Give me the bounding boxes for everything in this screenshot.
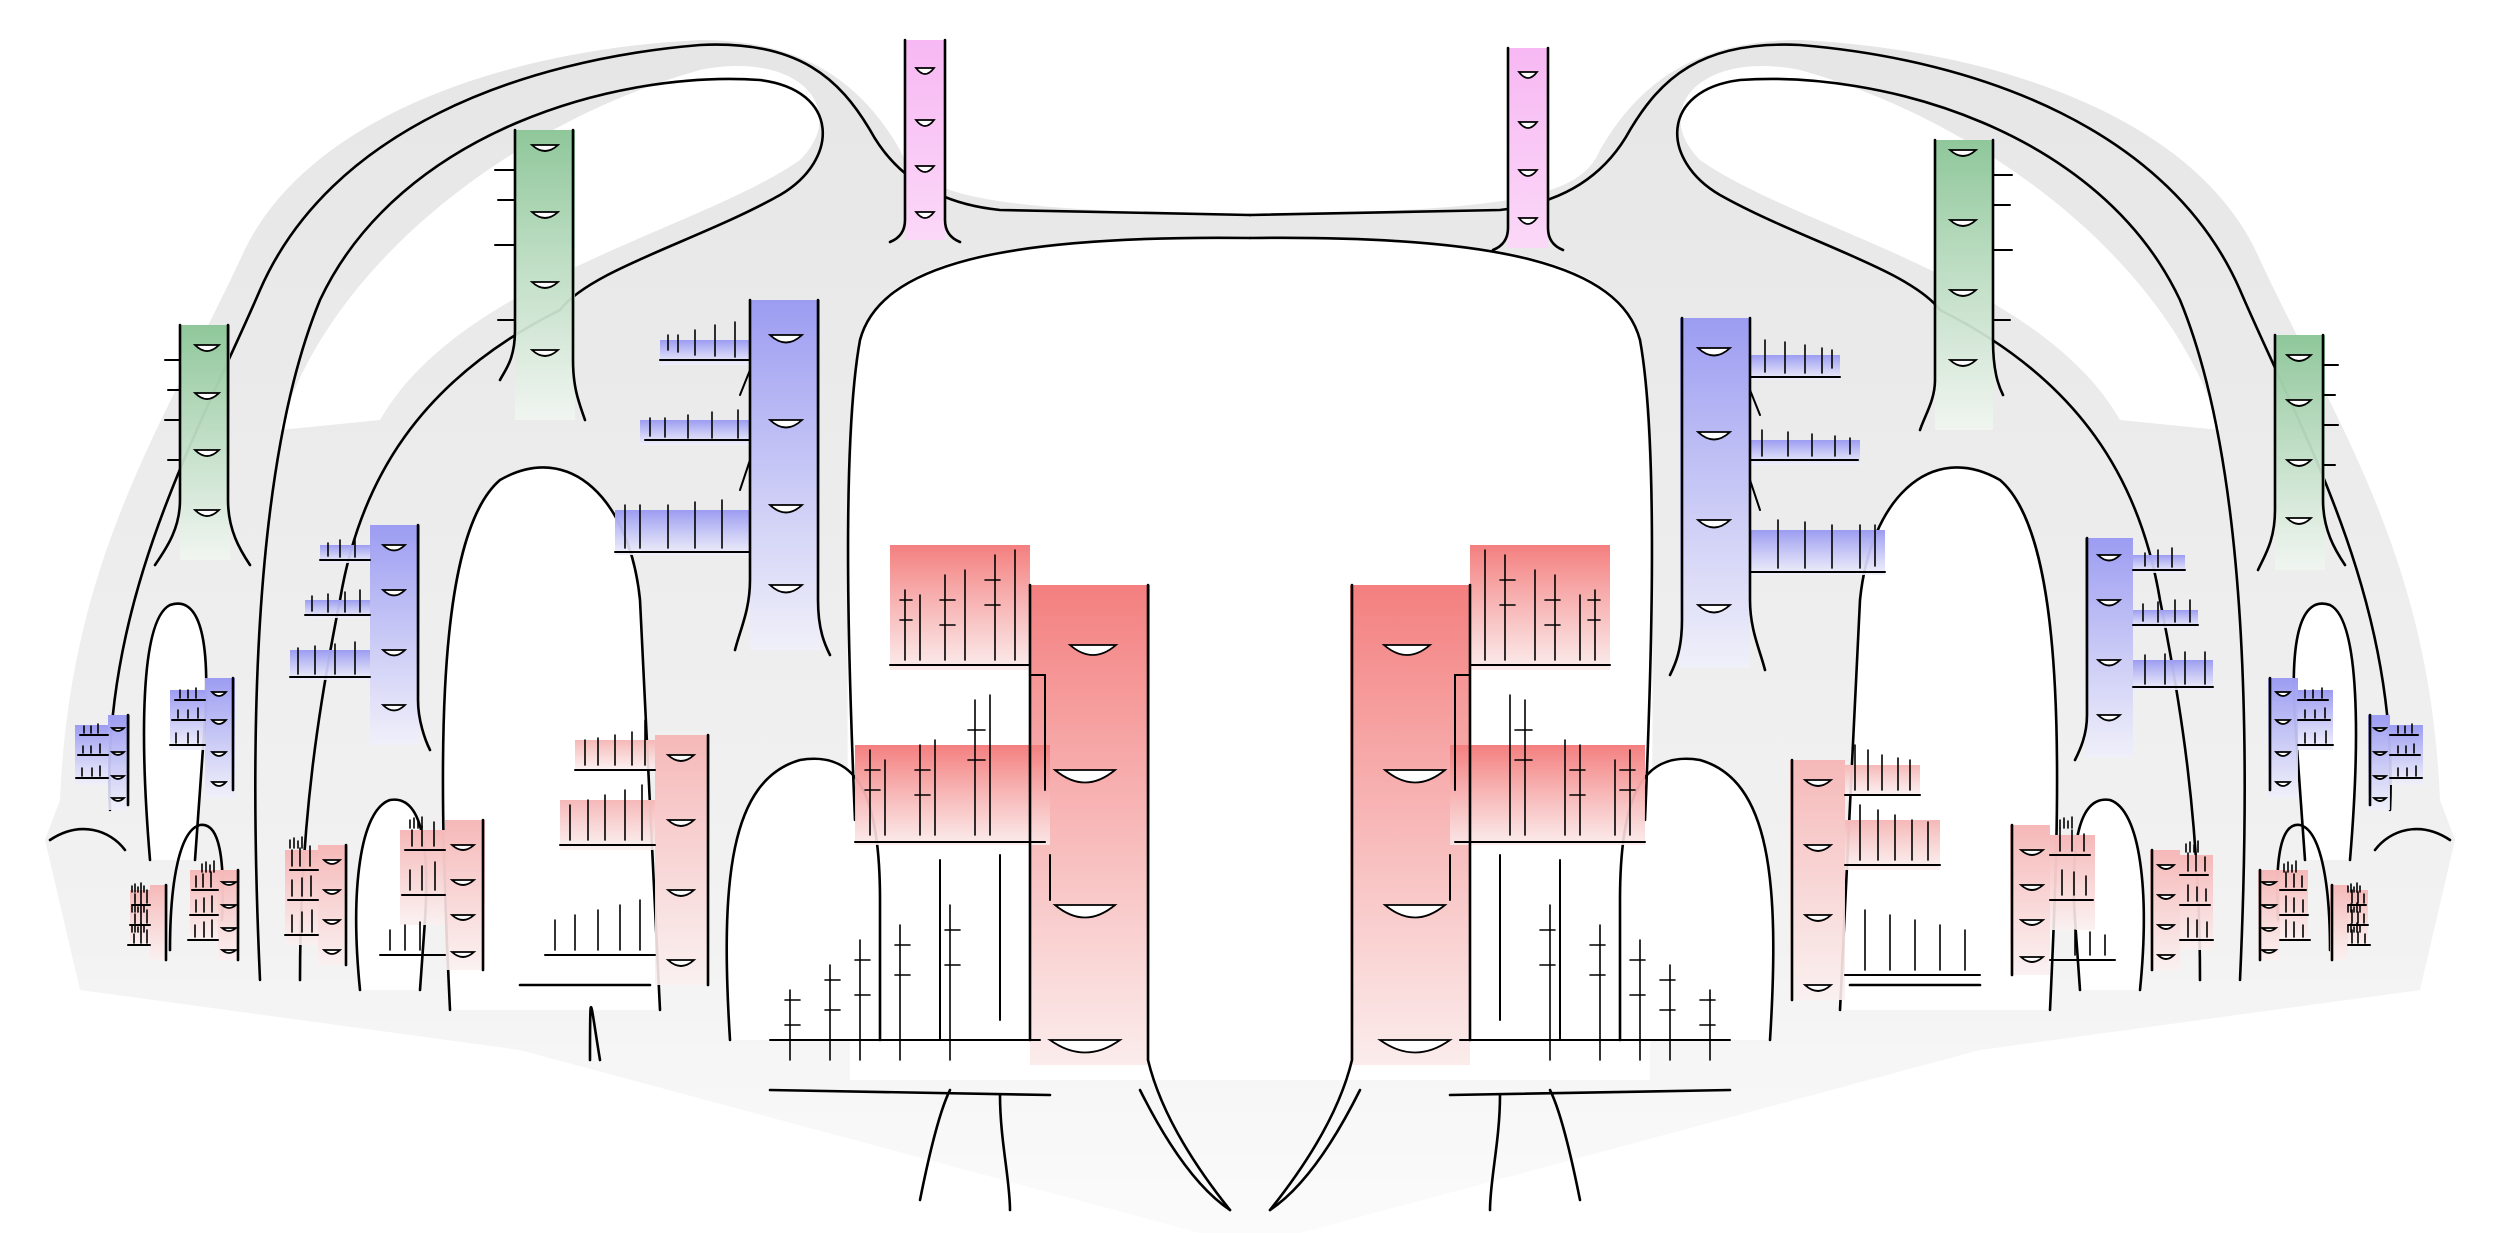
green-channel-right-1 (1918, 138, 2013, 432)
red-level-combs (127, 545, 2371, 1212)
blue-comb-right-small-2 (2368, 713, 2423, 810)
pink-channel-right (1491, 46, 1565, 252)
red-comb-right-small-1 (2010, 823, 2116, 977)
red-comb-center-right (1268, 545, 1731, 1212)
green-channel-left-1 (153, 323, 252, 567)
pink-channel-left (888, 38, 962, 244)
blue-comb-left-mid (289, 523, 432, 752)
blue-comb-right-large (1668, 316, 1886, 677)
green-level-channels (153, 128, 2347, 572)
blue-level-combs (75, 298, 2423, 810)
pink-level-channels (888, 38, 1565, 252)
red-comb-left-small-1 (379, 818, 485, 972)
blue-comb-right-small-1 (2268, 676, 2334, 798)
blue-comb-left-small-1 (169, 676, 235, 798)
red-comb-center-left (769, 545, 1232, 1212)
red-comb-right-small-2 (2150, 848, 2214, 972)
blue-comb-left-small-2 (75, 713, 130, 810)
red-comb-left-small-2 (284, 843, 348, 967)
red-comb-left-mid (544, 719, 710, 987)
blue-comb-left-large (614, 298, 832, 657)
right-arch-hole-1 (1840, 467, 2058, 1010)
red-comb-right-small-3 (2258, 868, 2311, 962)
blue-comb-right-mid (2073, 536, 2214, 762)
red-comb-left-small-3 (187, 868, 240, 962)
right-arch-hole-2 (1620, 758, 1774, 1040)
red-comb-right-small-4 (2330, 883, 2371, 962)
left-arch-hole-2 (726, 758, 880, 1040)
red-comb-right-mid (1790, 744, 1981, 1002)
fine-level-clusters (131, 816, 2361, 933)
green-channel-left-2 (494, 128, 587, 422)
green-channel-right-2 (2256, 333, 2347, 572)
surface-outlines (48, 43, 2452, 1212)
left-arch-hole-1 (442, 467, 660, 1010)
grey-surface (45, 40, 2455, 1233)
